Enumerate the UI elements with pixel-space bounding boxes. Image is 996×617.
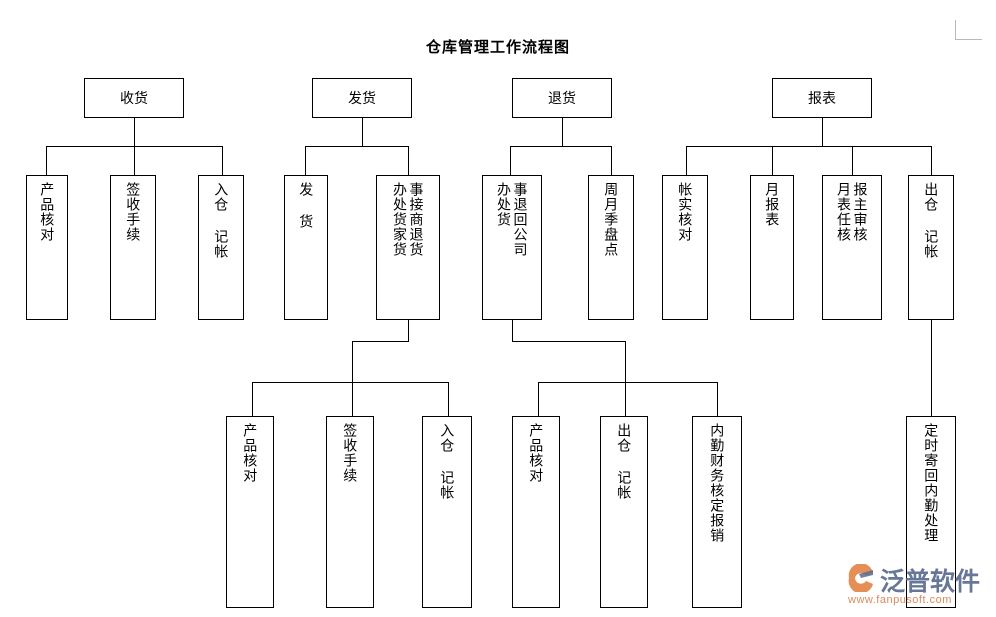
- node-returns[interactable]: 退货: [512, 78, 612, 118]
- node-report-audit-label-left: 月表任核: [836, 182, 852, 242]
- connector-shipping-drop-1: [305, 146, 306, 175]
- connector-merchant-return-stem: [408, 320, 409, 341]
- connector-returns-drop-2: [611, 146, 612, 175]
- node-inbound-record-shipping-label: 入仓 记帐: [439, 423, 456, 500]
- node-ship-goods[interactable]: 发 货: [284, 175, 328, 320]
- connector-returns-bus: [510, 146, 611, 147]
- connector-return-company-stem: [512, 320, 513, 341]
- node-outbound-record-reports-label: 出仓 记帐: [923, 182, 940, 259]
- connector-return-company-jog: [512, 341, 626, 342]
- connector-returns-sub-drop-1: [538, 382, 539, 416]
- page-margin-corner-mark: [955, 20, 982, 40]
- node-inbound-record-receiving-label: 入仓 记帐: [213, 182, 230, 259]
- node-return-to-company-label-left: 办处货: [496, 182, 512, 227]
- node-monthly-report-label: 月报表: [764, 182, 781, 227]
- node-return-to-company[interactable]: 事退回公司 办处货: [482, 175, 542, 320]
- connector-returns-sub-drop-3: [717, 382, 718, 416]
- node-mail-back-internal-label: 定时寄回内勤处理: [923, 423, 940, 543]
- connector-shipping-drop-2: [408, 146, 409, 175]
- node-merchant-return-label-right: 事接商退货: [408, 182, 425, 257]
- connector-reports-drop-1: [686, 146, 687, 175]
- node-receiving-label: 收货: [120, 90, 148, 106]
- connector-returns-sub-drop-2: [625, 382, 626, 416]
- connector-reports-stem: [822, 118, 823, 146]
- node-shipping-label: 发货: [348, 90, 376, 106]
- connector-returns-sub-bus: [538, 382, 718, 383]
- node-account-check-label: 帐实核对: [677, 182, 694, 242]
- node-outbound-record-returns[interactable]: 出仓 记帐: [600, 416, 648, 608]
- node-report-audit-label-right: 报主审核: [852, 182, 869, 242]
- node-signoff-receiving-label: 签收手续: [125, 182, 142, 242]
- connector-shipping-sub-drop-1: [252, 382, 253, 416]
- connector-shipping-sub-drop-3: [448, 382, 449, 416]
- node-merchant-return-label-left: 办处货家货: [392, 182, 408, 257]
- node-inbound-record-receiving[interactable]: 入仓 记帐: [198, 175, 244, 320]
- node-product-check-returns[interactable]: 产品核对: [512, 416, 560, 608]
- connector-reports-bus: [686, 146, 931, 147]
- node-account-check[interactable]: 帐实核对: [662, 175, 708, 320]
- node-merchant-return[interactable]: 事接商退货 办处货家货: [376, 175, 440, 320]
- node-signoff-shipping[interactable]: 签收手续: [326, 416, 374, 608]
- connector-returns-drop-1: [510, 146, 511, 175]
- connector-shipping-sub-bus: [252, 382, 449, 383]
- node-shipping[interactable]: 发货: [312, 78, 412, 118]
- connector-receiving-drop-1: [46, 146, 47, 175]
- node-product-check-receiving-label: 产品核对: [39, 182, 56, 242]
- connector-receiving-drop-2: [134, 146, 135, 175]
- connector-shipping-stem: [362, 118, 363, 146]
- node-monthly-report[interactable]: 月报表: [750, 175, 794, 320]
- node-outbound-record-reports[interactable]: 出仓 记帐: [908, 175, 954, 320]
- node-product-check-shipping-label: 产品核对: [242, 423, 259, 483]
- page-title: 仓库管理工作流程图: [425, 39, 570, 56]
- node-product-check-returns-label: 产品核对: [528, 423, 545, 483]
- connector-reports-drop-4: [931, 146, 932, 175]
- connector-receiving-drop-3: [222, 146, 223, 175]
- node-outbound-record-returns-label: 出仓 记帐: [616, 423, 633, 500]
- node-product-check-shipping[interactable]: 产品核对: [226, 416, 274, 608]
- connector-reports-drop-3: [852, 146, 853, 175]
- connector-shipping-sub-drop-2: [352, 382, 353, 416]
- connector-merchant-return-drop: [352, 341, 353, 382]
- node-receiving[interactable]: 收货: [84, 78, 184, 118]
- node-return-to-company-label-right: 事退回公司: [512, 182, 529, 257]
- node-inventory-count-label: 周月季盘点: [603, 182, 620, 257]
- node-mail-back-internal[interactable]: 定时寄回内勤处理: [906, 416, 956, 608]
- connector-returns-stem: [562, 118, 563, 146]
- node-reports[interactable]: 报表: [772, 78, 872, 118]
- node-reports-label: 报表: [808, 90, 836, 106]
- node-ship-goods-label: 发 货: [298, 182, 315, 229]
- connector-reports-drop-2: [772, 146, 773, 175]
- node-returns-label: 退货: [548, 90, 576, 106]
- connector-shipping-bus: [305, 146, 409, 147]
- node-finance-reimburse[interactable]: 内勤财务核定报销: [692, 416, 742, 608]
- connector-merchant-return-jog: [352, 341, 409, 342]
- connector-receiving-stem: [134, 118, 135, 146]
- node-inbound-record-shipping[interactable]: 入仓 记帐: [422, 416, 472, 608]
- node-signoff-receiving[interactable]: 签收手续: [110, 175, 156, 320]
- page-margin-corner-mark-h: [955, 39, 982, 40]
- node-product-check-receiving[interactable]: 产品核对: [26, 175, 68, 320]
- node-report-audit[interactable]: 报主审核 月表任核: [822, 175, 882, 320]
- connector-outbound-to-mailback: [931, 320, 932, 416]
- node-finance-reimburse-label: 内勤财务核定报销: [709, 423, 726, 543]
- node-inventory-count[interactable]: 周月季盘点: [588, 175, 634, 320]
- connector-return-company-drop: [625, 341, 626, 382]
- fanpu-logo-icon: [848, 564, 873, 592]
- node-signoff-shipping-label: 签收手续: [342, 423, 359, 483]
